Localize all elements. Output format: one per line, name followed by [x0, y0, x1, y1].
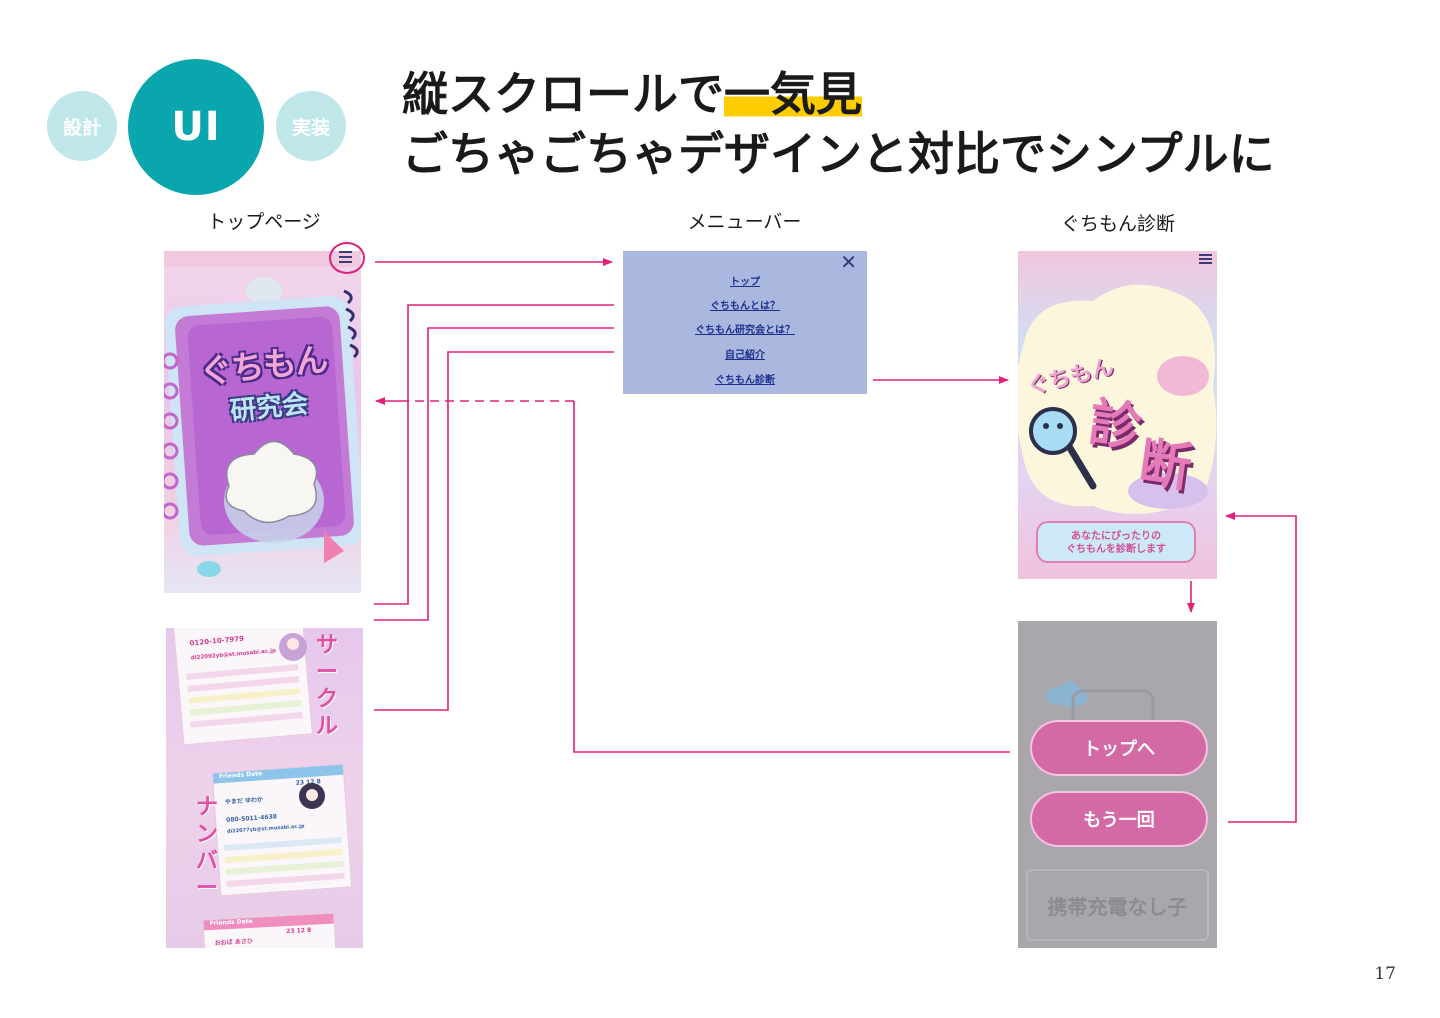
connector-menu-club	[374, 328, 614, 620]
connector-result-to-top	[574, 401, 1010, 752]
connector-menu-about	[374, 305, 614, 604]
page-number: 17	[1374, 964, 1396, 984]
arrow-retry-to-start	[1226, 516, 1296, 822]
connector-menu-intro	[374, 352, 614, 710]
